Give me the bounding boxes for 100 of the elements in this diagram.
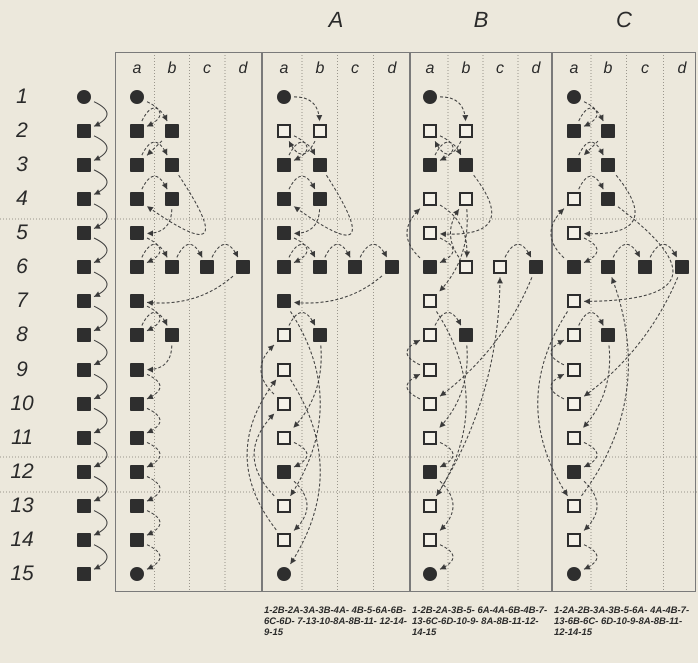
filled-square-marker [567, 124, 581, 138]
arrow [584, 174, 636, 237]
filled-square-marker [459, 328, 473, 342]
hollow-square-marker [277, 124, 291, 138]
arrow [584, 442, 598, 468]
column-letter: c [350, 60, 360, 78]
filled-square-marker [277, 226, 291, 240]
filled-square-marker [77, 158, 91, 172]
hollow-square-marker [459, 260, 473, 274]
circle-marker [130, 90, 144, 104]
filled-square-marker [165, 328, 179, 342]
filled-square-marker [77, 260, 91, 274]
row-number: 12 [9, 460, 35, 484]
row-number: 15 [9, 562, 35, 586]
arrow [436, 310, 467, 496]
filled-square-marker [130, 158, 144, 172]
arrow [440, 238, 454, 264]
filled-square-marker [77, 396, 91, 411]
filled-square-marker [130, 464, 144, 479]
column-letter: d [238, 60, 249, 78]
filled-square-marker [236, 260, 250, 274]
hollow-square-marker [277, 328, 291, 342]
filled-square-marker [77, 532, 91, 547]
circle-marker [77, 90, 91, 104]
arrow [294, 442, 308, 468]
filled-square-marker [130, 328, 144, 342]
arrow [146, 442, 160, 468]
arrow [406, 374, 420, 400]
arrow [146, 345, 172, 372]
arrow [146, 238, 160, 264]
filled-square-marker [77, 294, 91, 308]
arrow [288, 312, 316, 326]
arrow [146, 374, 160, 400]
column-letter: c [495, 60, 505, 78]
arrow [294, 238, 308, 264]
column-letter: c [202, 60, 212, 78]
filled-square-marker [601, 158, 615, 172]
arrow [584, 238, 598, 264]
row-number: 6 [15, 255, 29, 280]
sequence-note: 1-2B-2A-3B-5- 6A-4A-6B-4B-7- 13-6C-6D-10-9- 8A-8B-11-12-14-15 [412, 605, 548, 638]
arrow [584, 480, 598, 531]
filled-square-marker [277, 192, 291, 206]
arrow [176, 244, 203, 258]
arrow [440, 480, 454, 531]
arrow [584, 276, 678, 397]
panel-heading: A [326, 7, 344, 33]
column-letter: a [424, 60, 436, 78]
column-letter: b [602, 60, 614, 78]
filled-square-marker [77, 124, 91, 138]
hollow-square-marker [567, 532, 581, 547]
hollow-square-marker [423, 498, 437, 513]
filled-square-marker [130, 192, 144, 206]
arrow [294, 208, 320, 236]
filled-square-marker [77, 362, 91, 377]
hollow-square-marker [423, 226, 437, 240]
filled-square-marker [130, 362, 144, 377]
arrow [450, 208, 460, 258]
arrow [581, 276, 629, 496]
filled-square-marker [77, 226, 91, 240]
column-letter: b [314, 60, 326, 78]
row-number: 4 [15, 187, 29, 212]
arrow [504, 244, 532, 258]
circle-marker [567, 566, 581, 581]
column-letter: a [568, 60, 580, 78]
arrow [290, 379, 321, 564]
arrow [440, 204, 470, 258]
arrow [294, 96, 322, 122]
hollow-square-marker [567, 192, 581, 206]
hollow-square-marker [423, 124, 437, 138]
arrow [290, 310, 321, 496]
hollow-square-marker [567, 430, 581, 445]
arrow [582, 345, 610, 428]
arrow [440, 174, 492, 237]
arrow [440, 135, 454, 161]
filled-square-marker [130, 430, 144, 445]
hollow-square-marker [423, 532, 437, 547]
arrow [212, 244, 238, 258]
column-letter: b [166, 60, 178, 78]
column-letter: d [676, 60, 688, 78]
hollow-square-marker [423, 430, 437, 445]
circle-marker [277, 90, 291, 104]
hollow-square-marker [277, 396, 291, 411]
filled-square-marker [313, 192, 327, 206]
arrow [146, 510, 160, 536]
arrow [146, 544, 160, 570]
arrow [288, 176, 316, 190]
arrow [578, 142, 604, 156]
filled-square-marker [277, 260, 291, 274]
hollow-square-marker [567, 226, 581, 240]
filled-square-marker [277, 464, 291, 479]
sequence-note: 1-2B-2A-3A-3B-4A- 4B-5-6A-6B-6C-6D- 7-13-10-8A-8B-11- 12-14-9-15 [264, 605, 408, 638]
panel-heading: B [472, 7, 490, 33]
filled-square-marker [77, 192, 91, 206]
filled-square-marker [277, 294, 291, 308]
arrow [288, 244, 316, 258]
grid-panel [115, 52, 262, 592]
arrow [94, 510, 108, 536]
filled-square-marker [459, 158, 473, 172]
circle-marker [423, 566, 437, 581]
hollow-square-marker [423, 192, 437, 206]
